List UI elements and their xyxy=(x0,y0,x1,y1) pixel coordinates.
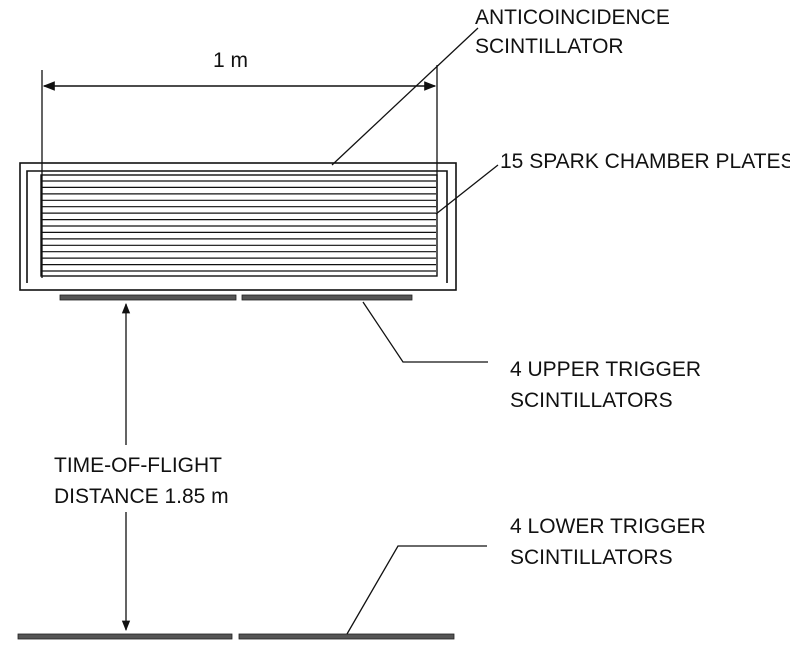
lower-trigger-bar-right xyxy=(238,633,455,640)
anticoincidence-scintillator-outer xyxy=(19,162,457,291)
anticoincidence-leader xyxy=(331,27,479,166)
lower-trigger-leader xyxy=(346,545,487,635)
width-label: 1 m xyxy=(213,49,248,72)
lower-trigger-label-line2: SCINTILLATORS xyxy=(510,546,673,569)
upper-trigger-bar-left xyxy=(59,294,237,301)
tof-label-line2: DISTANCE 1.85 m xyxy=(54,485,229,508)
spark-chamber-label: 15 SPARK CHAMBER PLATES xyxy=(500,150,790,173)
spark-chamber-frame xyxy=(40,174,438,277)
upper-trigger-label-line2: SCINTILLATORS xyxy=(510,389,673,412)
spark-chamber-plates xyxy=(42,180,436,272)
lower-trigger-scintillators xyxy=(17,633,455,640)
spark-chamber-assembly xyxy=(19,162,457,291)
anticoincidence-scintillator-inner xyxy=(26,170,448,283)
spark-chamber-leader xyxy=(435,164,499,215)
upper-trigger-leader xyxy=(362,301,488,363)
lower-trigger-label-line1: 4 LOWER TRIGGER xyxy=(510,515,706,538)
upper-trigger-bar-right xyxy=(241,294,413,301)
upper-trigger-label-line1: 4 UPPER TRIGGER xyxy=(510,358,701,381)
anticoincidence-label-line1: ANTICOINCIDENCE xyxy=(475,6,670,29)
tof-label-line1: TIME-OF-FLIGHT xyxy=(54,454,222,477)
leader-lines xyxy=(331,27,499,635)
upper-trigger-scintillators xyxy=(59,294,413,301)
anticoincidence-label-line2: SCINTILLATOR xyxy=(475,35,624,58)
width-dimension: 1 m xyxy=(41,49,438,278)
lower-trigger-bar-left xyxy=(17,633,233,640)
